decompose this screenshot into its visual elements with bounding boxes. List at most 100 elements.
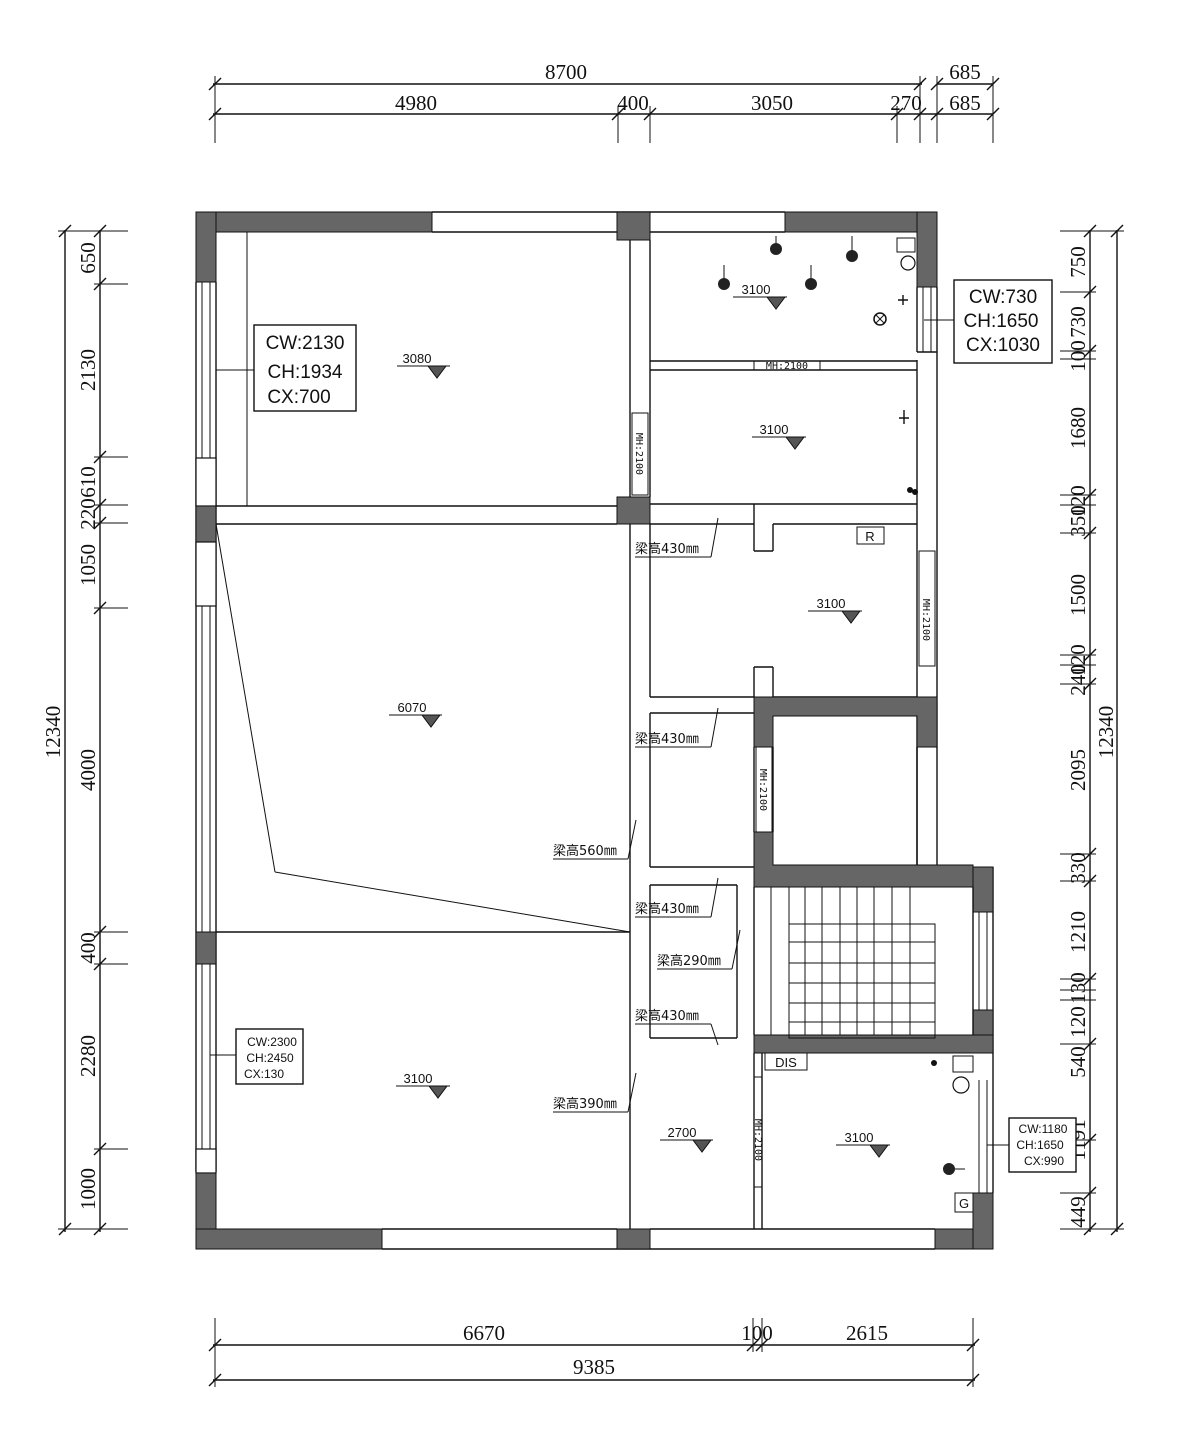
window-sill: CX:130 <box>244 1067 284 1081</box>
window-height: CH:1650 <box>964 311 1039 332</box>
dim-bottom-seg: 2615 <box>846 1321 888 1345</box>
door-mark: MH:2100 <box>920 599 931 641</box>
faucet-icon <box>898 295 908 305</box>
staircase <box>753 887 974 1039</box>
dim-right-seg: 350 <box>1066 505 1090 537</box>
ceiling-level-value: 2700 <box>668 1125 697 1140</box>
ceiling-level-value: 3100 <box>817 596 846 611</box>
dim-right-overall: 12340 <box>1094 706 1118 759</box>
dim-left-seg: 1050 <box>76 544 100 586</box>
dim-top-overall: 8700 <box>545 60 587 84</box>
interior-walls <box>215 211 994 1229</box>
dim-right-seg: 1680 <box>1066 407 1090 449</box>
beam-label: 梁高430㎜ <box>635 1008 719 1046</box>
window-width: CW:1180 <box>1019 1122 1068 1136</box>
window-height: CH:1934 <box>268 362 343 383</box>
right-dimension-chain: 12340 750 730 100 1680 120 350 1500 120 … <box>1060 224 1124 1236</box>
dim-right-seg: 1500 <box>1066 574 1090 616</box>
beam-height-text: 梁高430㎜ <box>635 901 699 917</box>
dim-right-seg: 100 <box>1066 340 1090 372</box>
dim-right-seg: 240 <box>1066 664 1090 696</box>
exterior-walls <box>195 211 994 1250</box>
equipment-tag-r: R <box>856 526 885 545</box>
beam-height-text: 梁高430㎜ <box>635 541 699 557</box>
dim-right-seg: 120 <box>1066 485 1090 517</box>
dim-left-seg: 2130 <box>76 349 100 391</box>
ceiling-level-marker: 3100 <box>396 1071 450 1099</box>
beam-label: 梁高390㎜ <box>553 1072 637 1113</box>
dim-left-seg: 400 <box>76 932 100 964</box>
ceiling-level-marker: 3100 <box>752 422 806 450</box>
dim-bottom-overall: 9385 <box>573 1355 615 1379</box>
ceiling-levels: 3080 6070 3100 3100 3100 3100 3100 2700 <box>389 282 890 1158</box>
dim-right-seg: 120 <box>1066 1006 1090 1038</box>
dim-left-seg: 2280 <box>76 1035 100 1077</box>
top-dimension-chain: 8700 685 4980 400 3050 270 685 <box>208 60 1000 143</box>
toilet-icon <box>931 1055 974 1094</box>
window-sill: CX:1030 <box>966 335 1040 356</box>
window-height: CH:2450 <box>246 1051 294 1065</box>
ceiling-level-marker: 2700 <box>660 1125 713 1153</box>
fixtures: R DIS G <box>718 236 974 1213</box>
dim-right-seg: 750 <box>1066 246 1090 278</box>
equipment-tag-dis: DIS <box>764 1052 808 1071</box>
window-width: CW:730 <box>969 287 1037 308</box>
beam-height-text: 梁高430㎜ <box>635 1008 699 1024</box>
equipment-tag-g: G <box>954 1192 974 1213</box>
ceiling-level-marker: 6070 <box>389 700 442 728</box>
left-dimension-chain: 12340 650 2130 610 220 1050 4000 400 228… <box>41 224 128 1236</box>
ceiling-level-marker: 3100 <box>836 1130 890 1158</box>
ceiling-level-marker: 3100 <box>733 282 787 310</box>
window-width: CW:2300 <box>247 1035 297 1049</box>
dim-right-seg: 730 <box>1066 306 1090 338</box>
bottom-dimension-chain: 6670 100 2615 9385 <box>208 1318 980 1387</box>
window-sill: CX:990 <box>1024 1154 1064 1168</box>
door-marks: MH:2100 MH:2100 MH:2100 MH:2100 MH:2100 <box>631 360 936 1188</box>
door-mark: MH:2100 <box>757 769 768 811</box>
window-height: CH:1650 <box>1016 1138 1064 1152</box>
light-fixture-icon <box>805 265 817 290</box>
window-spec-top-right: CW:730 CH:1650 CX:1030 <box>924 279 1053 364</box>
tag-r-label: R <box>865 529 874 544</box>
tag-g-label: G <box>959 1196 969 1211</box>
dim-bottom-seg: 100 <box>741 1321 773 1345</box>
beam-label: 梁高430㎜ <box>635 877 719 918</box>
door-mark: MH:2100 <box>752 1119 763 1161</box>
dim-left-overall: 12340 <box>41 706 65 759</box>
window-width: CW:2130 <box>266 333 345 354</box>
dim-right-seg: 1210 <box>1066 911 1090 953</box>
floor-drain-icon <box>873 312 887 326</box>
beam-label: 梁高290㎜ <box>657 929 741 970</box>
window-spec-top-left: CW:2130 CH:1934 CX:700 <box>216 324 357 412</box>
dim-top-seg: 685 <box>949 91 981 115</box>
dim-right-seg: 540 <box>1066 1046 1090 1078</box>
dim-left-seg: 1000 <box>76 1168 100 1210</box>
light-fixture-icon <box>718 265 730 290</box>
dim-top-seg: 400 <box>617 91 649 115</box>
dim-top-seg: 4980 <box>395 91 437 115</box>
door-mark: MH:2100 <box>633 433 644 475</box>
ceiling-level-value: 3080 <box>403 351 432 366</box>
dim-right-seg: 130 <box>1066 972 1090 1004</box>
dim-bottom-seg: 6670 <box>463 1321 505 1345</box>
dim-top-seg: 270 <box>890 91 922 115</box>
faucet-icon <box>899 410 909 424</box>
beam-label: 梁高560㎜ <box>553 819 637 860</box>
ceiling-level-marker: 3080 <box>397 351 450 379</box>
tag-dis-label: DIS <box>775 1055 797 1070</box>
door-mark: MH:2100 <box>766 361 808 372</box>
ceiling-level-value: 6070 <box>398 700 427 715</box>
window-spec-bottom-right: CW:1180 CH:1650 CX:990 <box>987 1117 1077 1173</box>
dim-left-seg: 650 <box>76 242 100 274</box>
ceiling-level-value: 3100 <box>404 1071 433 1086</box>
water-heater-icon <box>943 1163 965 1175</box>
dim-right-seg: 2095 <box>1066 749 1090 791</box>
dim-left-seg: 610 <box>76 466 100 498</box>
dim-top-seg: 3050 <box>751 91 793 115</box>
beam-height-text: 梁高430㎜ <box>635 731 699 747</box>
beam-height-text: 梁高290㎜ <box>657 953 721 969</box>
dim-right-seg: 330 <box>1066 852 1090 884</box>
ceiling-level-value: 3100 <box>742 282 771 297</box>
dim-top-overall-right: 685 <box>949 60 981 84</box>
